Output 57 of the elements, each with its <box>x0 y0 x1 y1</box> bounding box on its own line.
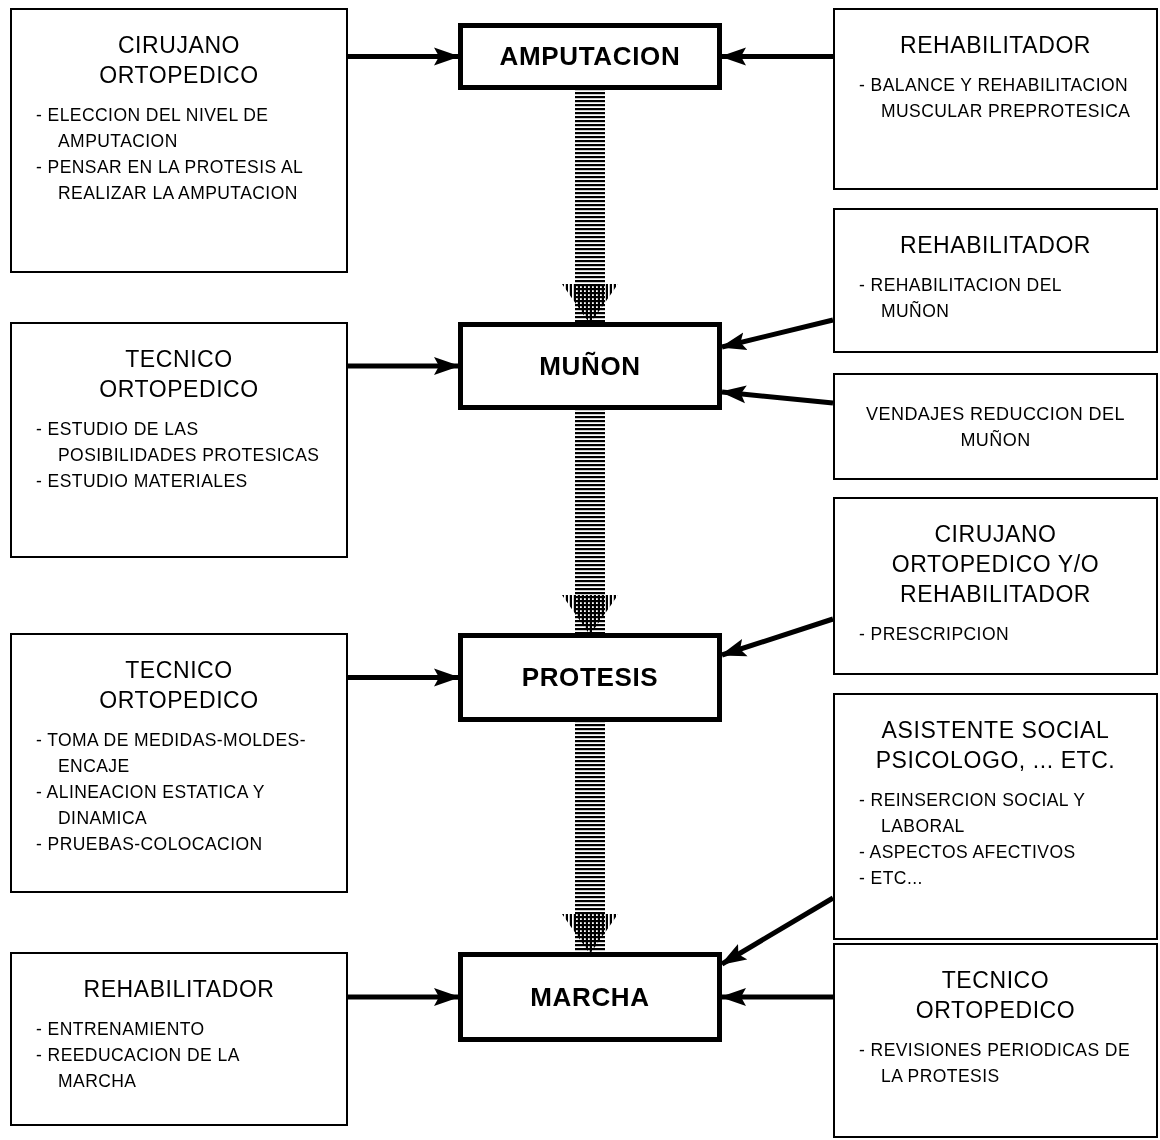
task-item: - PRESCRIPCION <box>859 623 1011 646</box>
arrow <box>720 317 834 351</box>
task-item: - REEDUCACION DE LA MARCHA <box>36 1044 241 1093</box>
stage-box <box>458 952 722 1042</box>
stage-title: MUÑON <box>539 349 641 383</box>
role-box <box>833 8 1158 190</box>
role-heading: TECNICO ORTOPEDICO <box>98 656 260 715</box>
task-item: - REHABILITACION DEL MUÑON <box>859 274 1063 323</box>
role-box <box>10 8 348 273</box>
arrow <box>348 668 460 687</box>
task-item: - ASPECTOS AFECTIVOS <box>859 841 1077 864</box>
role-box <box>10 952 348 1126</box>
role-heading: REHABILITADOR <box>898 231 1093 260</box>
arrow <box>720 47 833 66</box>
role-box <box>833 943 1158 1138</box>
role-box <box>10 633 348 893</box>
task-item: - ALINEACION ESTATICA Y DINAMICA <box>36 781 266 830</box>
hatched-arrow <box>562 90 618 324</box>
arrow <box>720 385 834 406</box>
hatched-arrow <box>562 722 618 954</box>
role-heading: REHABILITADOR <box>82 975 276 1004</box>
stage-box <box>458 23 722 90</box>
task-item: - REVISIONES PERIODICAS DE LA PROTESIS <box>859 1039 1131 1088</box>
arrow <box>720 895 835 967</box>
role-box <box>833 693 1158 940</box>
role-heading: TECNICO ORTOPEDICO <box>914 966 1077 1025</box>
role-heading: REHABILITADOR <box>898 31 1093 60</box>
hatched-arrow <box>562 410 618 635</box>
task-item: - PRUEBAS-COLOCACION <box>36 833 264 856</box>
task-item: - TOMA DE MEDIDAS-MOLDES-ENCAJE <box>36 729 307 778</box>
stage-title: PROTESIS <box>521 661 659 694</box>
task-item: - ESTUDIO DE LAS POSIBILIDADES PROTESICAS <box>36 418 321 467</box>
arrow <box>720 616 834 658</box>
task-item: - PENSAR EN LA PROTESIS AL REALIZAR LA AMPUTACION <box>36 156 304 205</box>
role-box <box>833 208 1158 353</box>
task-item: - ELECCION DEL NIVEL DE AMPUTACION <box>36 104 270 153</box>
task-item: - REINSERCION SOCIAL Y LABORAL <box>859 789 1087 838</box>
stage-title: MARCHA <box>530 980 650 1014</box>
role-box <box>833 497 1158 675</box>
role-heading: CIRUJANO ORTOPEDICO Y/O REHABILITADOR <box>890 520 1101 609</box>
arrow <box>720 988 833 1006</box>
arrow <box>348 47 460 66</box>
stage-box <box>458 633 722 722</box>
task-item: - ENTRENAMIENTO <box>36 1018 206 1041</box>
role-heading: TECNICO ORTOPEDICO <box>98 345 260 404</box>
task-item: - BALANCE Y REHABILITACION MUSCULAR PREPROTESICA <box>859 74 1132 123</box>
role-box <box>833 373 1158 480</box>
task-text: VENDAJES REDUCCION DEL MUÑON <box>865 402 1126 452</box>
role-box <box>10 322 348 558</box>
stage-title: AMPUTACION <box>499 40 681 73</box>
stage-box <box>458 322 722 410</box>
arrow <box>348 988 460 1006</box>
task-item: - ETC... <box>859 867 924 890</box>
role-heading: ASISTENTE SOCIAL PSICOLOGO, ... ETC. <box>874 716 1117 775</box>
arrow <box>348 357 460 375</box>
role-heading: CIRUJANO ORTOPEDICO <box>98 31 260 90</box>
task-item: - ESTUDIO MATERIALES <box>36 470 249 493</box>
